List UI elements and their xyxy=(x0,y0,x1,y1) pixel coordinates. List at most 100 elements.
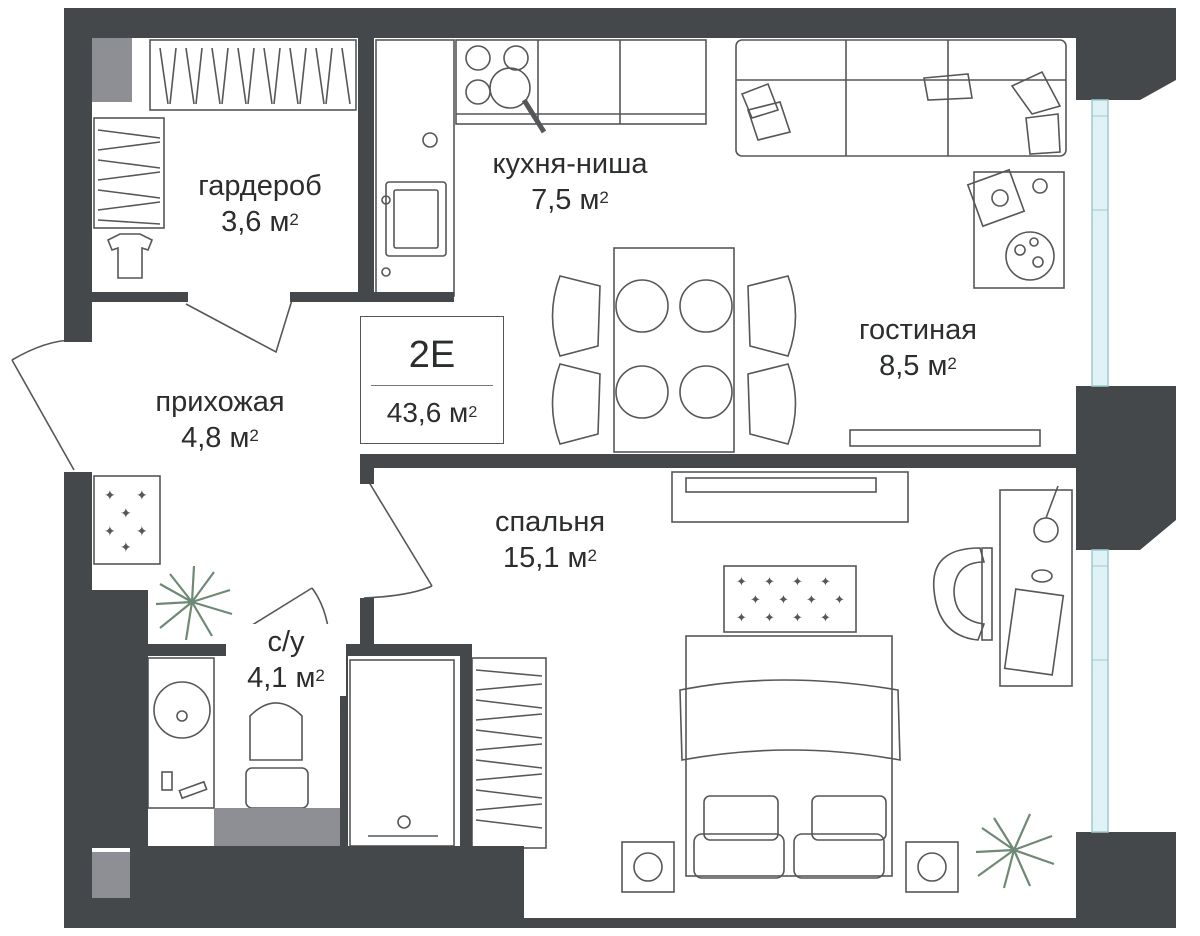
bathroom-sink-icon xyxy=(153,681,211,739)
svg-text:✦: ✦ xyxy=(750,593,761,608)
wardrobe-rack-left xyxy=(93,117,165,229)
wardrobe-hangers-left xyxy=(97,129,161,225)
svg-text:✦: ✦ xyxy=(104,524,116,540)
outer-wall-top xyxy=(64,8,1176,38)
wardrobe-rack-top xyxy=(149,39,357,111)
room-area: 15,1 м2 xyxy=(503,542,597,574)
hallway-shelf xyxy=(92,852,132,902)
svg-text:✦: ✦ xyxy=(792,611,803,626)
room-area: 4,8 м2 xyxy=(181,422,259,454)
bed-headboard-cushion xyxy=(723,565,857,633)
laptop-icon xyxy=(1003,588,1065,676)
sink-icon xyxy=(385,181,447,257)
wall-bath-left-top xyxy=(148,644,228,656)
pillow-icon xyxy=(1025,113,1061,155)
wall-living-bedroom xyxy=(360,454,1076,468)
room-area: 3,6 м2 xyxy=(221,206,299,238)
outer-wall-right-bottom xyxy=(1076,832,1176,928)
dining-table xyxy=(613,247,735,453)
plate-icon xyxy=(615,365,669,419)
stove-burner-icon xyxy=(465,79,491,105)
pillow-icon xyxy=(1010,70,1062,115)
nightstand xyxy=(621,841,675,893)
wardrobe-shelf xyxy=(92,38,132,102)
book-icon xyxy=(966,168,1026,228)
svg-text:✦: ✦ xyxy=(820,611,831,626)
shower-drain-icon xyxy=(397,815,411,829)
wardrobe-hangers-top xyxy=(159,47,351,105)
outer-wall-bottom-right xyxy=(520,918,1080,928)
svg-text:✦: ✦ xyxy=(806,593,817,608)
dining-chair xyxy=(747,363,797,445)
plate-icon xyxy=(679,365,733,419)
plate-icon xyxy=(615,279,669,333)
svg-text:✦: ✦ xyxy=(736,611,747,626)
outer-wall-bottom-thick xyxy=(130,846,524,928)
svg-text:✦: ✦ xyxy=(120,506,132,522)
room-name: прихожая xyxy=(155,386,285,418)
bench-pattern: ✦✦ ✦ ✦✦ ✦ xyxy=(104,488,148,556)
outer-wall-right-mid xyxy=(1076,386,1176,550)
room-label-kitchen: кухня-ниша 7,5 м2 xyxy=(462,146,678,218)
lamp-icon xyxy=(1033,517,1059,543)
window-living xyxy=(1091,99,1109,387)
room-name: спальня xyxy=(494,506,606,538)
nightstand xyxy=(905,841,959,893)
wall-wardrobe-bottom-right xyxy=(290,292,454,302)
pillow-icon xyxy=(746,101,792,141)
svg-text:✦: ✦ xyxy=(834,593,845,608)
wardrobe-door xyxy=(185,299,293,354)
entry-bench xyxy=(93,475,161,565)
desk-chair xyxy=(932,547,986,641)
pillow-icon xyxy=(923,73,973,101)
desk xyxy=(999,489,1073,687)
svg-text:✦: ✦ xyxy=(764,575,775,590)
tv-console xyxy=(849,429,1041,447)
tray-icon xyxy=(1005,231,1055,281)
svg-text:✦: ✦ xyxy=(136,524,148,540)
room-name: кухня-ниша xyxy=(492,148,648,180)
room-name: гардероб xyxy=(198,170,322,202)
wall-wardrobe-kitchen xyxy=(358,38,374,300)
windows xyxy=(1091,99,1109,833)
svg-text:✦: ✦ xyxy=(136,488,148,504)
svg-text:✦: ✦ xyxy=(820,575,831,590)
room-name: гостиная xyxy=(859,314,977,346)
dining-chair xyxy=(551,363,601,445)
sofa xyxy=(735,39,1067,157)
apartment-total-area: 43,6 м2 xyxy=(386,397,478,428)
pillow-icon xyxy=(740,82,780,119)
room-label-bathroom: с/у 4,1 м2 xyxy=(226,624,346,696)
room-label-living: гостиная 8,5 м2 xyxy=(818,312,1018,384)
cushion-pattern: ✦✦✦✦ ✦✦✦✦ ✦✦✦✦ xyxy=(736,575,845,626)
wall-bath-right xyxy=(460,644,472,848)
svg-text:✦: ✦ xyxy=(778,593,789,608)
svg-text:✦: ✦ xyxy=(764,611,775,626)
dining-chair xyxy=(551,275,601,357)
stove-burner-icon xyxy=(465,45,491,71)
bed xyxy=(685,635,893,877)
wall-bath-bedroom xyxy=(330,644,470,656)
room-label-hallway: прихожая 4,8 м2 xyxy=(120,384,320,456)
tshirt-icon xyxy=(106,233,154,279)
coffee-table xyxy=(973,171,1065,289)
pan-icon xyxy=(489,67,531,109)
plate-icon xyxy=(679,279,733,333)
svg-text:✦: ✦ xyxy=(792,575,803,590)
pillow-icon xyxy=(693,833,785,879)
room-area: 8,5 м2 xyxy=(879,350,957,382)
bed-blanket xyxy=(679,679,901,761)
plant-icon xyxy=(155,565,233,641)
svg-text:✦: ✦ xyxy=(736,575,747,590)
kitchen-counter xyxy=(455,39,707,125)
stove-burner-icon xyxy=(503,45,529,71)
bathroom-counter xyxy=(147,657,215,809)
kitchen-side-counter xyxy=(375,39,455,297)
pillow-icon xyxy=(703,795,779,841)
toilet-icon xyxy=(249,702,303,761)
dining-chair xyxy=(747,275,797,357)
pillow-icon xyxy=(793,833,885,879)
apartment-code: 2E xyxy=(408,334,456,376)
apartment-badge: 2E 43,6 м2 xyxy=(360,316,504,444)
